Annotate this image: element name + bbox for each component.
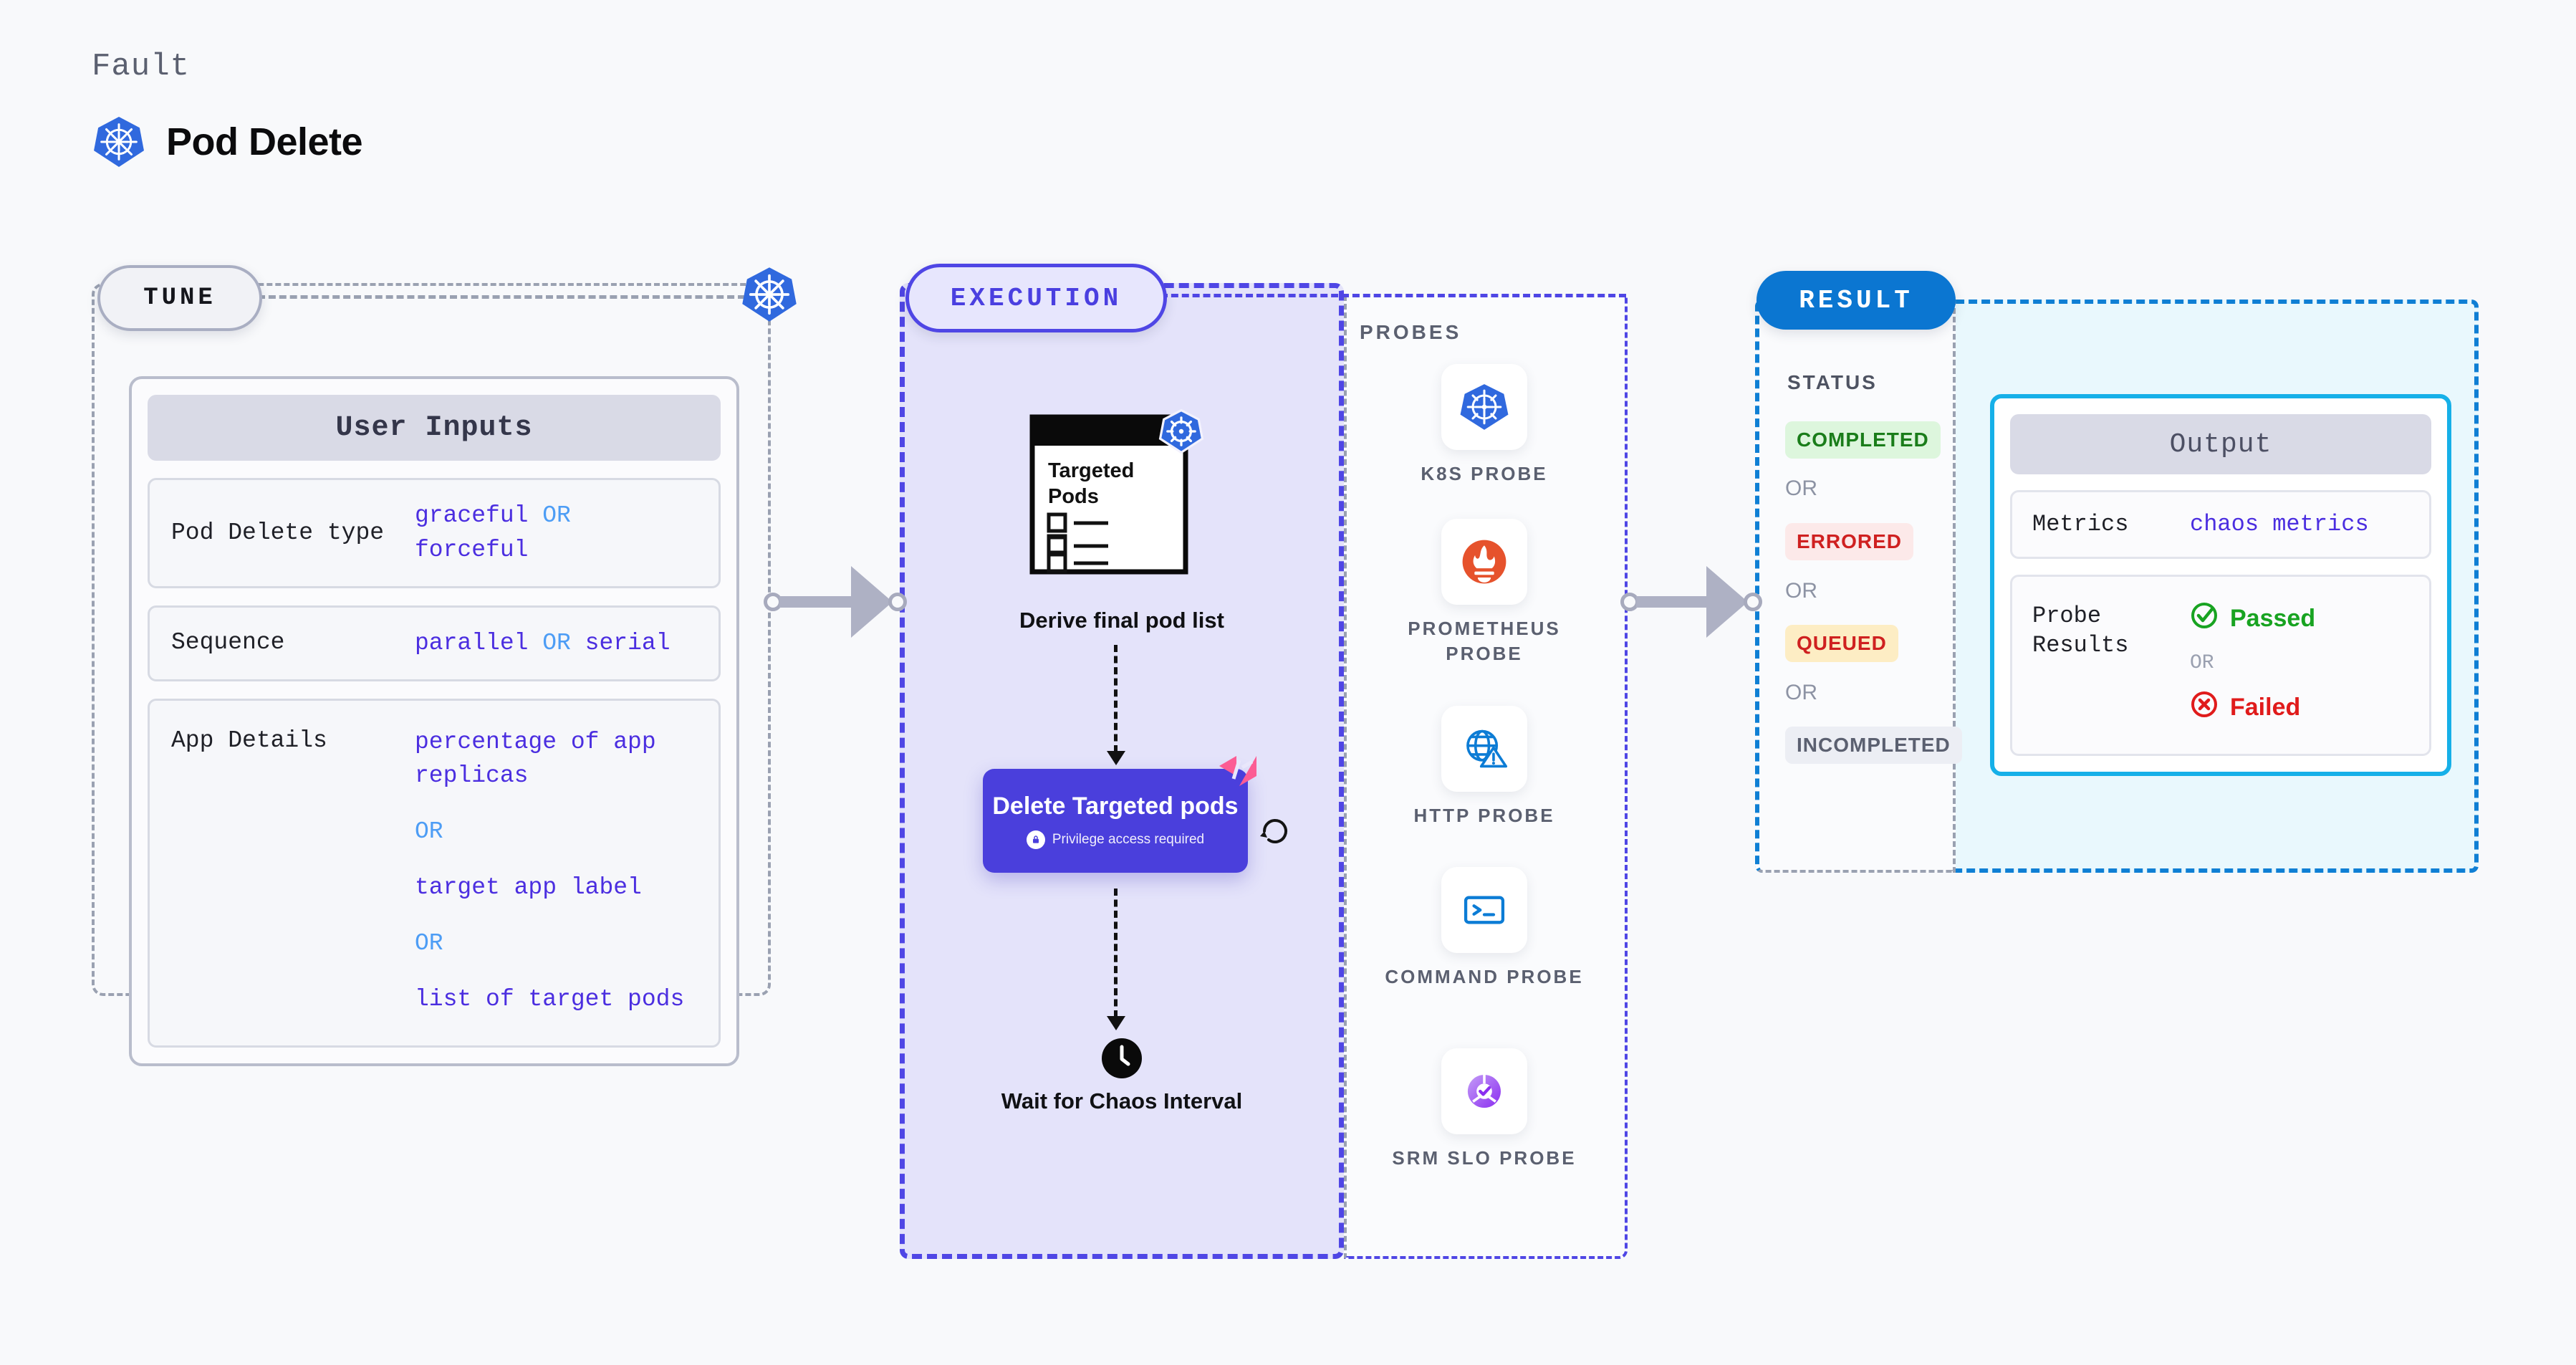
page-section-label: Fault	[92, 49, 191, 85]
value-text: serial	[585, 629, 671, 656]
connector-tune-to-execution	[764, 562, 907, 641]
or-separator: OR	[542, 629, 571, 656]
probe-result-or-separator: OR	[2190, 651, 2214, 674]
srm-slo-donut-icon	[1441, 1048, 1527, 1134]
wait-for-chaos-interval-label: Wait for Chaos Interval	[1001, 1088, 1243, 1113]
svg-text:Pods: Pods	[1048, 485, 1099, 508]
row-label: Pod Delete type	[171, 519, 385, 546]
value-text: percentage of app replicas	[415, 728, 656, 790]
row-label: App Details	[171, 727, 327, 754]
kubernetes-icon	[740, 265, 799, 324]
probe-caption: PROMETHEUS PROBE	[1408, 618, 1561, 665]
lock-icon	[1026, 830, 1045, 850]
status-or-separator: OR	[1785, 681, 1817, 704]
http-globe-warning-icon	[1441, 706, 1527, 792]
probe-caption: COMMAND PROBE	[1385, 966, 1584, 987]
execution-connector-line	[1160, 294, 1626, 297]
connector-end-dot	[1744, 593, 1762, 611]
result-stage-badge[interactable]: RESULT	[1756, 271, 1956, 330]
privilege-note: Privilege access required	[1026, 830, 1205, 850]
flow-arrow-head	[1107, 1016, 1125, 1030]
status-section-label: STATUS	[1787, 371, 1878, 393]
row-label: Sequence	[171, 629, 285, 656]
probe-caption: K8S PROBE	[1421, 463, 1548, 484]
node-title: Delete Targeted pods	[992, 792, 1239, 820]
row-label: Metrics	[2032, 511, 2129, 537]
checklist-card-icon: Targeted Pods	[1029, 414, 1191, 575]
flow-line-derive-to-delete	[1114, 645, 1118, 752]
probe-item-http[interactable]: HTTP PROBE	[1377, 706, 1592, 828]
row-label: Probe Results	[2032, 602, 2129, 659]
status-badge-incompleted: INCOMPLETED	[1785, 727, 1962, 764]
status-badge-queued: QUEUED	[1785, 625, 1898, 662]
user-inputs-title: User Inputs	[148, 395, 721, 461]
probe-caption: SRM SLO PROBE	[1392, 1147, 1577, 1169]
result-status-column	[1755, 300, 1956, 873]
passed-label: Passed	[2230, 604, 2316, 632]
retry-loop-icon[interactable]	[1259, 815, 1292, 848]
value-text: forceful	[415, 536, 529, 563]
value-text: target app label	[415, 874, 642, 901]
status-or-separator: OR	[1785, 476, 1817, 500]
probe-item-k8s[interactable]: K8S PROBE	[1377, 364, 1592, 487]
or-separator: OR	[542, 502, 571, 529]
status-badge-errored: ERRORED	[1785, 523, 1914, 560]
harness-chaos-icon	[1218, 755, 1258, 787]
user-input-row-pod-delete-type[interactable]: Pod Delete type graceful OR forceful	[148, 478, 721, 588]
flow-arrow-head	[1107, 751, 1125, 765]
flow-line-delete-to-wait	[1114, 889, 1118, 1017]
or-separator: OR	[415, 818, 443, 846]
value-text: graceful	[415, 502, 529, 529]
output-row-metrics[interactable]: Metrics chaos metrics	[2010, 490, 2431, 559]
tune-stage-badge[interactable]: TUNE	[97, 265, 262, 331]
value-text: parallel	[415, 629, 529, 656]
probe-item-srm-slo[interactable]: SRM SLO PROBE	[1377, 1048, 1592, 1171]
output-card: Output Metrics chaos metrics Probe Resul…	[1990, 394, 2451, 776]
check-circle-icon	[2190, 601, 2219, 636]
output-row-probe-results[interactable]: Probe Results Passed OR	[2010, 574, 2431, 756]
value-text: list of target pods	[415, 985, 685, 1012]
derive-pod-list-label: Derive final pod list	[1019, 608, 1224, 633]
status-or-separator: OR	[1785, 579, 1817, 603]
connector-end-dot	[888, 593, 907, 611]
row-values: parallel OR serial	[415, 626, 671, 661]
kubernetes-icon	[1158, 408, 1204, 454]
user-input-row-app-details[interactable]: App Details percentage of app replicas O…	[148, 698, 721, 1048]
x-circle-icon	[2190, 690, 2219, 725]
probe-results-values: Passed OR Failed	[2190, 601, 2315, 725]
probe-result-failed: Failed	[2190, 690, 2315, 725]
page-title: Pod Delete	[166, 120, 363, 163]
clock-icon	[1101, 1038, 1143, 1079]
privilege-text: Privilege access required	[1052, 832, 1205, 848]
connector-shaft	[779, 596, 852, 608]
output-title: Output	[2010, 414, 2431, 474]
row-values: percentage of app replicas OR target app…	[415, 725, 684, 1017]
failed-label: Failed	[2230, 693, 2301, 721]
or-separator: OR	[415, 929, 443, 957]
status-badge-completed: COMPLETED	[1785, 421, 1941, 459]
tune-connector-line	[258, 295, 745, 299]
prometheus-icon	[1441, 519, 1527, 605]
user-input-row-sequence[interactable]: Sequence parallel OR serial	[148, 605, 721, 681]
row-value: chaos metrics	[2190, 511, 2369, 538]
probe-item-command[interactable]: COMMAND PROBE	[1377, 867, 1592, 990]
connector-arrow-head	[851, 566, 893, 638]
connector-shaft	[1636, 596, 1708, 608]
kubernetes-icon	[92, 115, 146, 169]
row-values: graceful OR forceful	[415, 499, 697, 567]
terminal-icon	[1441, 867, 1527, 953]
execution-stage-badge[interactable]: EXECUTION	[905, 264, 1167, 332]
kubernetes-icon	[1441, 364, 1527, 450]
probe-item-prometheus[interactable]: PROMETHEUS PROBE	[1377, 519, 1592, 666]
connector-execution-to-result	[1620, 562, 1762, 641]
user-inputs-card: User Inputs Pod Delete type graceful OR …	[129, 376, 739, 1066]
delete-targeted-pods-node[interactable]: Delete Targeted pods Privilege access re…	[983, 769, 1248, 873]
page-title-row: Pod Delete	[92, 115, 363, 169]
probes-section-label: PROBES	[1360, 321, 1462, 343]
svg-text:Targeted: Targeted	[1048, 459, 1134, 482]
probe-result-passed: Passed	[2190, 601, 2315, 636]
connector-arrow-head	[1706, 566, 1748, 638]
probe-caption: HTTP PROBE	[1413, 805, 1555, 826]
